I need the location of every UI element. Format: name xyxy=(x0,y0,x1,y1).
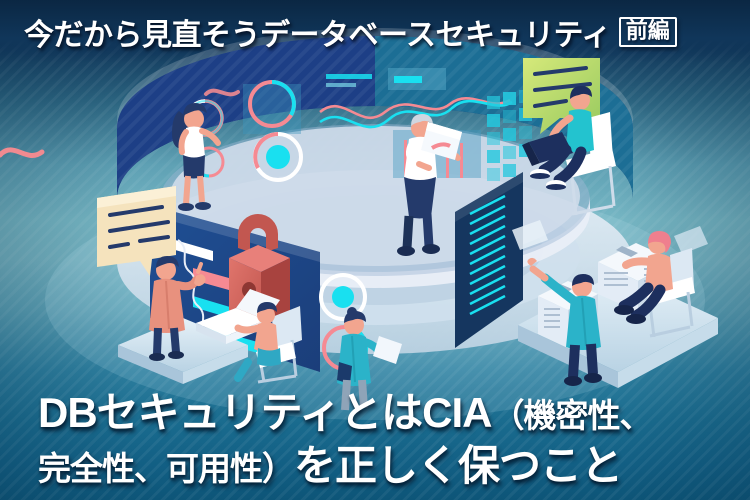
wall-wave-charts xyxy=(319,97,513,129)
header: 今だから見直そうデータベースセキュリティ 前編 xyxy=(24,10,677,54)
person-laptop-on-chair-right xyxy=(522,86,616,216)
person-pink-hair-seated-right xyxy=(614,231,695,338)
person-pointing-teal-right xyxy=(527,257,602,386)
person-at-laptop-seated xyxy=(196,289,302,384)
floating-props xyxy=(512,220,708,254)
woman-standing-left xyxy=(172,103,221,211)
person-teal-with-paper xyxy=(337,307,402,411)
person-coat-gesturing xyxy=(118,256,248,384)
wall-line-stack xyxy=(469,194,506,316)
caption-line1-paren: （機密性、 xyxy=(491,397,652,434)
wall-widget-group-left xyxy=(186,80,303,182)
speech-bubble-cream-left xyxy=(97,186,176,276)
caption-line-1: DBセキュリティとはCIA（機密性、 xyxy=(38,388,750,441)
caption-line-2: 完全性、可用性）を正しく保つこと xyxy=(38,441,750,494)
man-reading-document-center xyxy=(397,114,462,256)
wall-header-tiles xyxy=(326,68,446,90)
decorative-squiggle-left xyxy=(0,147,45,158)
caption-block: DBセキュリティとはCIA（機密性、 完全性、可用性）を正しく保つこと xyxy=(0,388,750,494)
decorative-squiggle-wall xyxy=(204,88,240,97)
caption-line1-main: DBセキュリティとはCIA xyxy=(38,389,492,436)
wall-tile-grid xyxy=(487,90,532,181)
caption-line2-main: を正しく保つこと xyxy=(294,442,623,489)
page-title: 今だから見直そうデータベースセキュリティ xyxy=(24,19,611,52)
part-badge: 前編 xyxy=(618,17,677,47)
caption-line2-paren: 完全性、可用性） xyxy=(38,450,295,487)
